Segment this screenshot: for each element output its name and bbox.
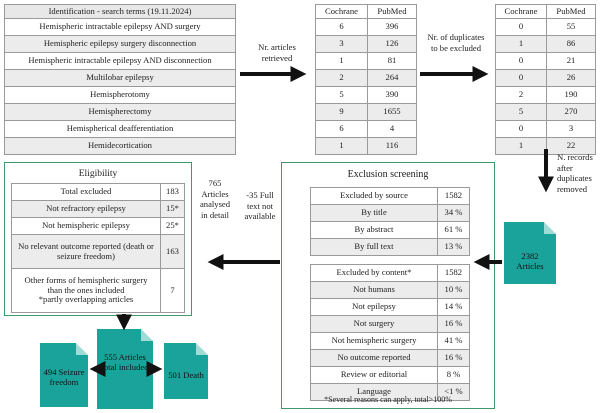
cell: 116 xyxy=(367,137,417,155)
document-icon-2382-articles: 2382 Articles xyxy=(504,222,556,284)
cell: 81 xyxy=(367,52,417,70)
search-terms-header: Identification - search terms (19.11.202… xyxy=(4,4,236,19)
row-value: 15* xyxy=(160,200,185,218)
cell: 270 xyxy=(546,103,596,121)
label-articles-analysed: 765 Articles analysed in detail xyxy=(199,178,231,221)
row-label: By title xyxy=(310,204,438,222)
col-header-pubmed: PubMed xyxy=(367,4,417,19)
row-value: 34 % xyxy=(437,204,470,222)
row-value: <1 % xyxy=(437,383,470,401)
doc-label: 2382 Articles xyxy=(516,251,544,271)
cell: 264 xyxy=(367,69,417,87)
doc-label: 555 Articles total included xyxy=(101,352,149,372)
document-icon-494-seizure-freedom: 494 Seizure freedom xyxy=(40,343,88,407)
cell: 1 xyxy=(315,137,368,155)
row-label: Not humans xyxy=(310,281,438,299)
cell: 1 xyxy=(495,35,547,53)
cell: 126 xyxy=(367,35,417,53)
search-term: Hemispheric epilepsy surgery disconnecti… xyxy=(4,35,236,53)
cell: 26 xyxy=(546,69,596,87)
row-label: Language xyxy=(310,383,438,401)
document-fold xyxy=(76,343,88,355)
document-fold xyxy=(544,222,556,234)
eligibility-title: Eligibility xyxy=(78,169,118,179)
row-value: 16 % xyxy=(437,315,470,333)
doc-label: 494 Seizure freedom xyxy=(43,367,85,387)
row-label: No outcome reported xyxy=(310,349,438,367)
document-fold xyxy=(196,343,208,355)
row-label: Other forms of hemispheric surgery than … xyxy=(24,275,148,295)
document-icon-555-included: 555 Articles total included xyxy=(97,329,153,409)
cell: 0 xyxy=(495,69,547,87)
row-value: 41 % xyxy=(437,332,470,350)
doc-label: 501 Death xyxy=(168,370,204,380)
label-articles-retrieved: Nr. articles retrieved xyxy=(258,42,296,63)
row-value: 163 xyxy=(160,234,185,269)
overlap-note: *partly overlapping articles xyxy=(38,294,134,305)
cell: 3 xyxy=(315,35,368,53)
search-term: Multilobar epilepsy xyxy=(4,69,236,87)
document-icon-501-death: 501 Death xyxy=(164,343,208,399)
row-label-other-forms: Other forms of hemispheric surgery than … xyxy=(11,268,161,313)
search-term: Hemispherectomy xyxy=(4,103,236,121)
cell: 2 xyxy=(315,69,368,87)
exclusion-footnote: *Several reasons can apply, total>100% xyxy=(324,395,452,404)
row-value: 16 % xyxy=(437,349,470,367)
row-value: 7 xyxy=(160,268,185,313)
row-value: 13 % xyxy=(437,238,470,256)
exclusion-screening-title: Exclusion screening xyxy=(347,169,429,180)
cell: 1655 xyxy=(367,103,417,121)
cell: 1 xyxy=(495,137,547,155)
row-label: By full text xyxy=(310,238,438,256)
row-label: Not refractory epilepsy xyxy=(11,200,161,218)
search-terms-table: Identification - search terms (19.11.202… xyxy=(4,4,236,155)
search-term: Hemidecortication xyxy=(4,137,236,155)
label-duplicates-excluded: Nr. of duplicates to be excluded xyxy=(427,32,485,53)
label-records-after-removal: N. records after duplicates removed xyxy=(557,152,593,195)
row-label: No relevant outcome reported (death or s… xyxy=(11,234,161,269)
document-fold xyxy=(141,329,153,341)
label-full-text-unavailable: -35 Full text not available xyxy=(244,190,276,222)
cell: 22 xyxy=(546,137,596,155)
